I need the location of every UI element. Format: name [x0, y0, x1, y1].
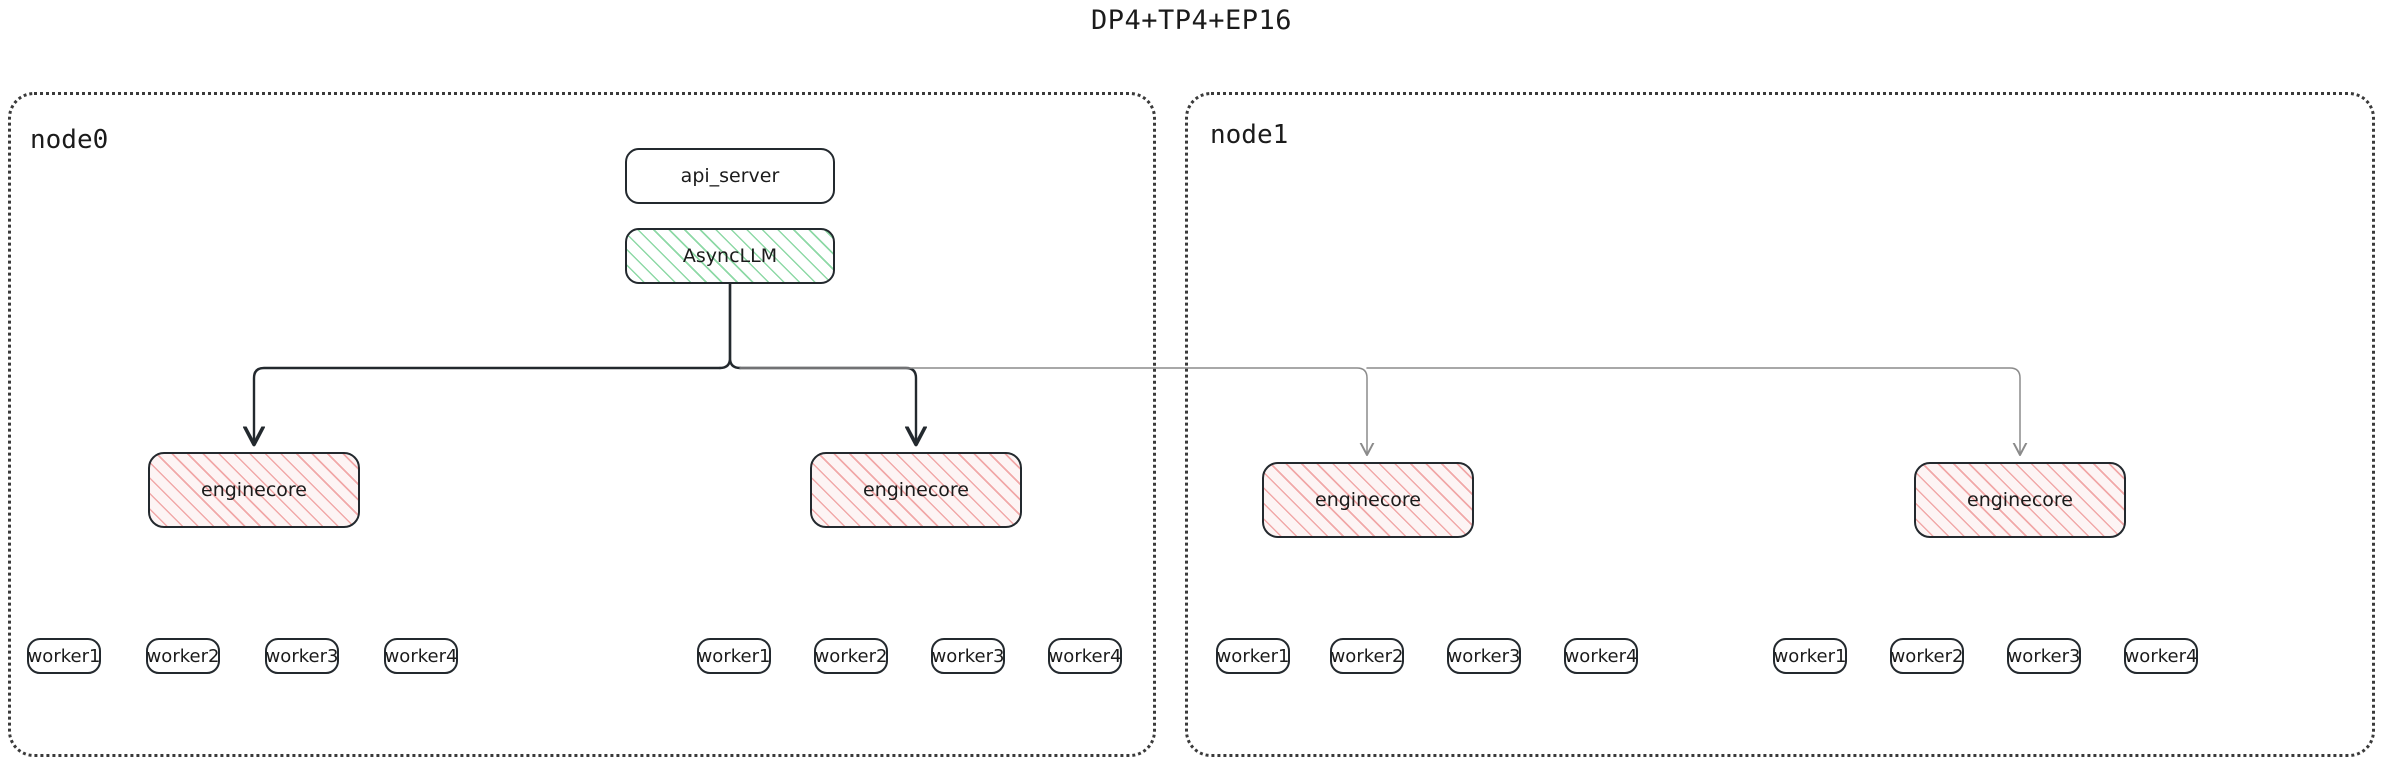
worker-pill-node1-1-4[interactable]: worker4	[1564, 638, 1638, 674]
worker-pill-node0-2-3[interactable]: worker3	[931, 638, 1005, 674]
api-server-box[interactable]: api_server	[625, 148, 835, 204]
enginecore-box-node1-1[interactable]: enginecore	[1262, 462, 1474, 538]
worker-pill-node0-2-1[interactable]: worker1	[697, 638, 771, 674]
enginecore-box-node1-2[interactable]: enginecore	[1914, 462, 2126, 538]
worker-pill-node1-2-3[interactable]: worker3	[2007, 638, 2081, 674]
worker-pill-node1-2-1[interactable]: worker1	[1773, 638, 1847, 674]
worker-pill-node0-2-2[interactable]: worker2	[814, 638, 888, 674]
page-title: DP4+TP4+EP16	[1090, 5, 1293, 36]
worker-pill-node1-2-2[interactable]: worker2	[1890, 638, 1964, 674]
worker-pill-node0-1-3[interactable]: worker3	[265, 638, 339, 674]
worker-pill-node1-2-4[interactable]: worker4	[2124, 638, 2198, 674]
worker-pill-node0-1-2[interactable]: worker2	[146, 638, 220, 674]
worker-pill-node1-1-3[interactable]: worker3	[1447, 638, 1521, 674]
worker-pill-node0-1-1[interactable]: worker1	[27, 638, 101, 674]
worker-pill-node0-1-4[interactable]: worker4	[384, 638, 458, 674]
enginecore-box-node0-1[interactable]: enginecore	[148, 452, 360, 528]
node-label-node1: node1	[1210, 120, 1289, 150]
worker-pill-node1-1-2[interactable]: worker2	[1330, 638, 1404, 674]
node-label-node0: node0	[30, 125, 109, 155]
worker-pill-node1-1-1[interactable]: worker1	[1216, 638, 1290, 674]
async-llm-box[interactable]: AsyncLLM	[625, 228, 835, 284]
enginecore-box-node0-2[interactable]: enginecore	[810, 452, 1022, 528]
worker-pill-node0-2-4[interactable]: worker4	[1048, 638, 1122, 674]
